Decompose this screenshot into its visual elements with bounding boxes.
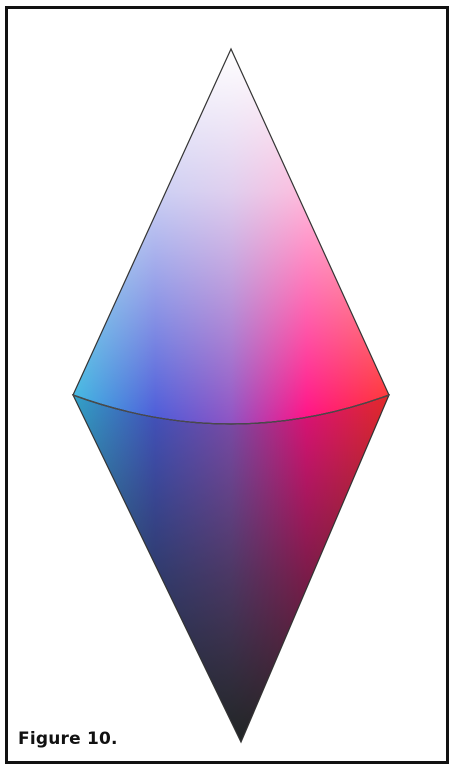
figure-frame: Figure 10. <box>5 6 449 764</box>
figure-caption: Figure 10. <box>18 731 118 748</box>
lower-cone <box>73 395 389 742</box>
double-cone-color-solid <box>8 9 446 761</box>
upper-cone <box>73 49 389 424</box>
